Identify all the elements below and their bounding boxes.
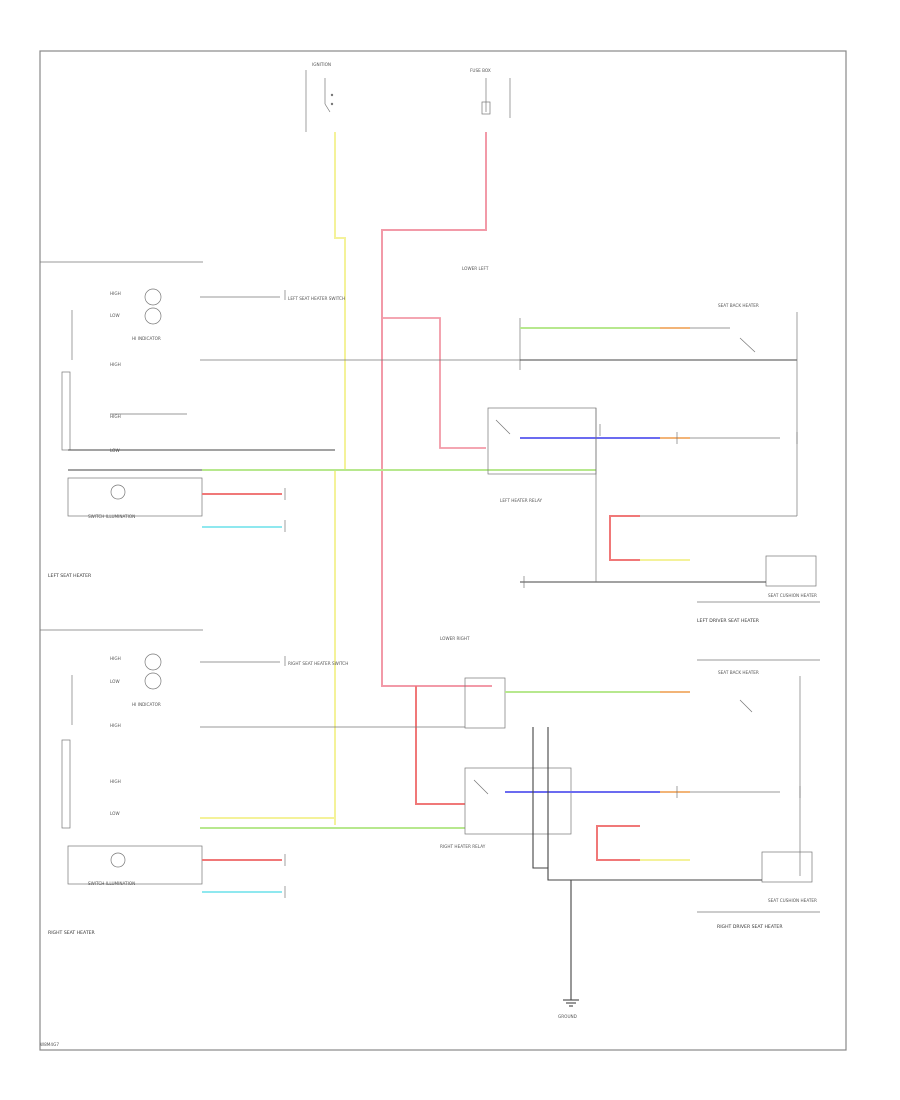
diagram-frame [39,50,847,1051]
right-switch-illumination: SWITCH ILLUMINATION [67,845,203,886]
fuse-box-top-label: FUSE BOX [470,68,491,73]
svg-text:HIGH: HIGH [110,291,121,296]
ground-point: GROUND [558,999,579,1019]
left-seat-heater-section-label: LEFT SEAT HEATER [48,573,92,579]
left-switch-label: LEFT SEAT HEATER SWITCH [288,296,345,301]
left-relay-label: LEFT HEATER RELAY [500,498,543,503]
right-relay-label: RIGHT HEATER RELAY [440,844,486,849]
left-back-switch [739,337,756,353]
fuse-box-top: FUSE BOX [470,68,511,118]
right-seat-heater-section-label: RIGHT SEAT HEATER [48,930,96,936]
wire-red-left-cushion [609,515,640,561]
left-switch-illumination: SWITCH ILLUMINATION [67,477,203,519]
right-seat-cushion-heater: SEAT CUSHION HEATER [761,851,817,903]
footer-code: W8M4G7 [40,1042,59,1047]
right-switch-label: RIGHT SEAT HEATER SWITCH [288,661,348,666]
svg-text:HIGH: HIGH [110,362,121,367]
svg-text:HIGH: HIGH [110,779,121,784]
right-heater-relay: RIGHT HEATER RELAY LOWER RIGHT [440,636,572,849]
left-driver-seat-heater-section-label: LEFT DRIVER SEAT HEATER [697,618,760,624]
right-indicator-label: HI INDICATOR [132,702,161,707]
right-illum-label: SWITCH ILLUMINATION [88,881,135,886]
svg-text:HIGH: HIGH [110,656,121,661]
wire-pink-branch-upper [382,317,486,449]
wire-pink-branch-lower [415,686,465,805]
left-seat-cushion-heater: SEAT CUSHION HEATER [765,555,817,598]
svg-text:LOWER LEFT: LOWER LEFT [462,266,489,271]
left-illum-label: SWITCH ILLUMINATION [88,514,135,519]
wire-red-right-cushion [596,825,640,861]
left-back-heater-label: SEAT BACK HEATER [718,303,759,308]
right-back-heater-label: SEAT BACK HEATER [718,670,759,675]
wire-pink-feed [381,132,492,687]
left-heater-relay: LEFT HEATER RELAY LOWER LEFT [462,266,597,503]
right-seat-heater-switch: HIGH LOW HIGH HIGH LOW HI INDICATOR RIGH… [61,653,348,829]
svg-text:HIGH: HIGH [110,414,121,419]
left-cushion-heater-label: SEAT CUSHION HEATER [768,593,817,598]
right-back-switch [739,699,753,713]
svg-text:LOW: LOW [110,313,120,318]
right-driver-seat-heater-section-label: RIGHT DRIVER SEAT HEATER [717,924,783,930]
left-seat-heater-switch: HIGH LOW HIGH HIGH LOW HI INDICATOR LEFT… [61,288,345,453]
svg-text:LOW: LOW [110,679,120,684]
svg-text:HIGH: HIGH [110,723,121,728]
right-relay-ground [532,727,762,881]
svg-text:LOW: LOW [110,811,120,816]
svg-text:LOWER RIGHT: LOWER RIGHT [440,636,470,641]
wire-yellow-feed [334,132,346,825]
right-cushion-heater-label: SEAT CUSHION HEATER [768,898,817,903]
ignition-switch: IGNITION [305,62,334,132]
ignition-switch-label: IGNITION [312,62,331,67]
connector-ticks [284,290,801,898]
ground-label: GROUND [558,1014,577,1019]
left-indicator-label: HI INDICATOR [132,336,161,341]
